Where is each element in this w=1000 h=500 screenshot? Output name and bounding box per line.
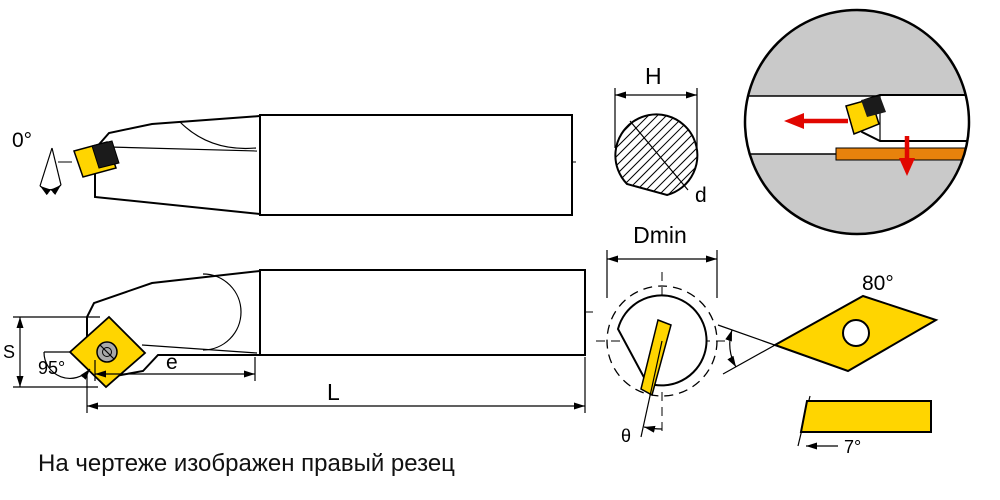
lower-pocket-line [141, 344, 258, 354]
cutting-detail-view [743, 8, 971, 236]
insert-side-view: 7° [797, 395, 932, 457]
insert-hole [842, 319, 870, 347]
overall-length-dimension: L [86, 357, 586, 413]
upper-clamp-curve [179, 121, 257, 150]
label-head-length: e [166, 351, 178, 374]
insert-screw-slot [99, 344, 115, 360]
section-width-dimension: H [614, 63, 698, 148]
thickness-dimension: S [3, 316, 100, 388]
upper-side-view: 0° [12, 114, 576, 216]
feed-arrow-left-head [784, 113, 804, 129]
workpiece-upper [745, 10, 969, 96]
end-view-insert [640, 318, 672, 397]
insert-screw-socket [102, 347, 112, 357]
label-min-bore: Dmin [633, 222, 687, 248]
workpiece-lower [745, 154, 969, 234]
lower-shank [259, 269, 586, 356]
back-angle-annotation: 0° [12, 129, 62, 196]
lower-side-view: 95° S e L [3, 269, 598, 413]
upper-pocket-line [108, 146, 258, 152]
label-back-angle: 0° [12, 129, 32, 152]
section-outline [614, 113, 699, 197]
section-diameter-line [629, 120, 689, 191]
inclination-annotation: θ [621, 340, 663, 446]
lower-clamp-arc [202, 273, 242, 351]
label-lead-angle: 95° [38, 358, 65, 378]
insert-front-view: 80° [717, 272, 939, 375]
point-angle-arc [725, 329, 737, 368]
min-bore-dimension [606, 250, 718, 298]
upper-tool-head [94, 114, 261, 216]
label-inclination: θ [621, 426, 631, 446]
insert-side-body [799, 400, 932, 433]
label-overall-length: L [327, 379, 340, 405]
label-thickness: S [3, 342, 15, 362]
feed-arrow-down-head [899, 158, 915, 176]
label-section-width: H [645, 63, 662, 89]
label-clearance-angle: 7° [844, 437, 861, 457]
lead-angle-annotation: 95° [38, 351, 91, 380]
label-point-angle: 80° [862, 272, 894, 295]
head-length-dimension: e [94, 351, 256, 381]
label-section-diameter: d [695, 184, 707, 207]
detail-circle-border [743, 8, 971, 236]
min-bore-section-view: Dmin θ [596, 222, 728, 446]
drawing-caption: На чертеже изображен правый резец [38, 450, 455, 477]
upper-clamp-block [91, 140, 120, 169]
upper-shank [259, 114, 573, 216]
detail-clamp-block [861, 96, 886, 117]
min-bore-circle [606, 285, 718, 397]
